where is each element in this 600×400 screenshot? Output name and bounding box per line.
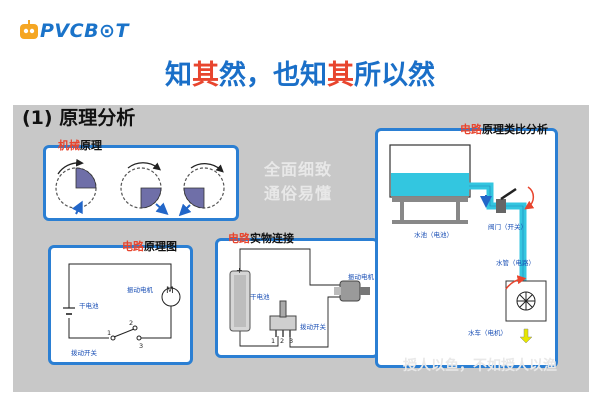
- pin-label: 2: [280, 337, 285, 345]
- brand-logo-text: PVCB⊙T: [40, 20, 129, 42]
- analogy-card-label: 电路原理类比分析: [460, 123, 548, 136]
- headline: 知其然，也知其所以然: [0, 53, 600, 92]
- rotor-1: [55, 158, 97, 215]
- headline-part: 所以然: [354, 60, 435, 91]
- battery-label: 干电池: [250, 293, 270, 301]
- circuit-schematic-card: M 干电池 振动电机 1 2 3 拨动开关: [48, 245, 193, 365]
- pipe-label: 水管（电路）: [496, 259, 535, 267]
- plus-label: +: [236, 266, 243, 275]
- wheel-label: 水车（电机）: [468, 329, 507, 337]
- headline-part: 其: [192, 60, 219, 91]
- rotation-diagram: [55, 158, 225, 217]
- watermark-line: 通俗易懂: [264, 184, 333, 203]
- water-analogy-diagram: [389, 144, 547, 344]
- mechanical-principle-card: [43, 145, 239, 221]
- tank-label: 水池（电池）: [414, 231, 453, 239]
- motor-symbol: M: [166, 286, 174, 296]
- mechanical-card-label: 机械原理: [58, 139, 102, 152]
- section-title: (1) 原理分析: [22, 107, 136, 129]
- switch-label: 拨动开关: [71, 349, 97, 357]
- pin-label: 1: [107, 329, 112, 337]
- rotor-2: [120, 162, 169, 215]
- pin-label: 2: [129, 319, 134, 327]
- motto-watermark: 授人以鱼，不如授人以渔: [403, 358, 557, 374]
- watermark-line: 全面细致: [264, 160, 333, 179]
- headline-part: 知: [165, 60, 192, 91]
- physical-wiring: [229, 248, 370, 348]
- battery-label: 干电池: [79, 302, 99, 310]
- motor-label: 振动电机: [127, 286, 153, 294]
- water-analogy-card: 水池（电池） 阀门（开关） 水管（电路） 水车（电机）: [375, 128, 558, 368]
- physical-card-label: 电路实物连接: [228, 232, 294, 245]
- headline-part: 然，也知: [219, 60, 327, 91]
- circuit-card-label: 电路原理图: [122, 240, 177, 253]
- pin-label: 3: [289, 337, 294, 345]
- switch-label: 拨动开关: [300, 323, 326, 331]
- circuit-schematic: [63, 263, 181, 341]
- motor-label: 振动电机: [348, 273, 374, 281]
- pin-label: 3: [139, 342, 144, 350]
- robot-logo-icon: [20, 20, 38, 39]
- rotor-3: [178, 163, 225, 217]
- pin-label: 1: [271, 337, 276, 345]
- headline-part: 其: [327, 60, 354, 91]
- physical-connection-card: + 干电池 振动电机 拨动开关 1 2 3: [215, 238, 379, 358]
- valve-label: 阀门（开关）: [488, 223, 527, 231]
